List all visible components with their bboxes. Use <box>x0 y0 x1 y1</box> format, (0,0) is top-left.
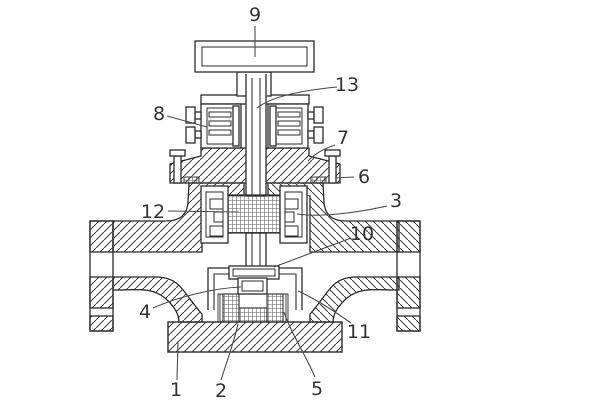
gasket <box>183 176 327 184</box>
callout-2: 2 <box>215 380 227 400</box>
callout-8: 8 <box>153 103 165 125</box>
callout-1: 1 <box>170 379 182 400</box>
bonnet-stud-left <box>169 149 186 184</box>
callout-3: 3 <box>390 190 402 212</box>
leader-lines <box>152 26 388 381</box>
seat-ring-assembly <box>217 293 289 323</box>
callout-4: 4 <box>139 301 151 323</box>
body-upper-right-wall <box>267 182 400 253</box>
pipe-flange-right <box>396 220 421 332</box>
disc-block <box>237 277 268 295</box>
gland-bracket-left <box>200 185 229 244</box>
base-plate <box>167 321 343 353</box>
stem-packing <box>227 194 281 234</box>
valve-stem <box>236 71 272 269</box>
stem-connector-plate <box>228 265 280 280</box>
callout-12: 12 <box>141 201 165 223</box>
bonnet-stud-right <box>324 149 341 184</box>
pipe-flange-left <box>89 220 114 332</box>
yoke-bolts-left <box>185 106 202 144</box>
callout-5: 5 <box>311 378 323 400</box>
callout-9: 9 <box>249 4 261 26</box>
callout-11: 11 <box>347 321 371 343</box>
yoke-bolts-right <box>307 106 324 144</box>
callout-6: 6 <box>358 166 370 188</box>
callout-10: 10 <box>350 223 374 245</box>
callout-7: 7 <box>337 127 349 149</box>
callout-13: 13 <box>335 74 359 96</box>
